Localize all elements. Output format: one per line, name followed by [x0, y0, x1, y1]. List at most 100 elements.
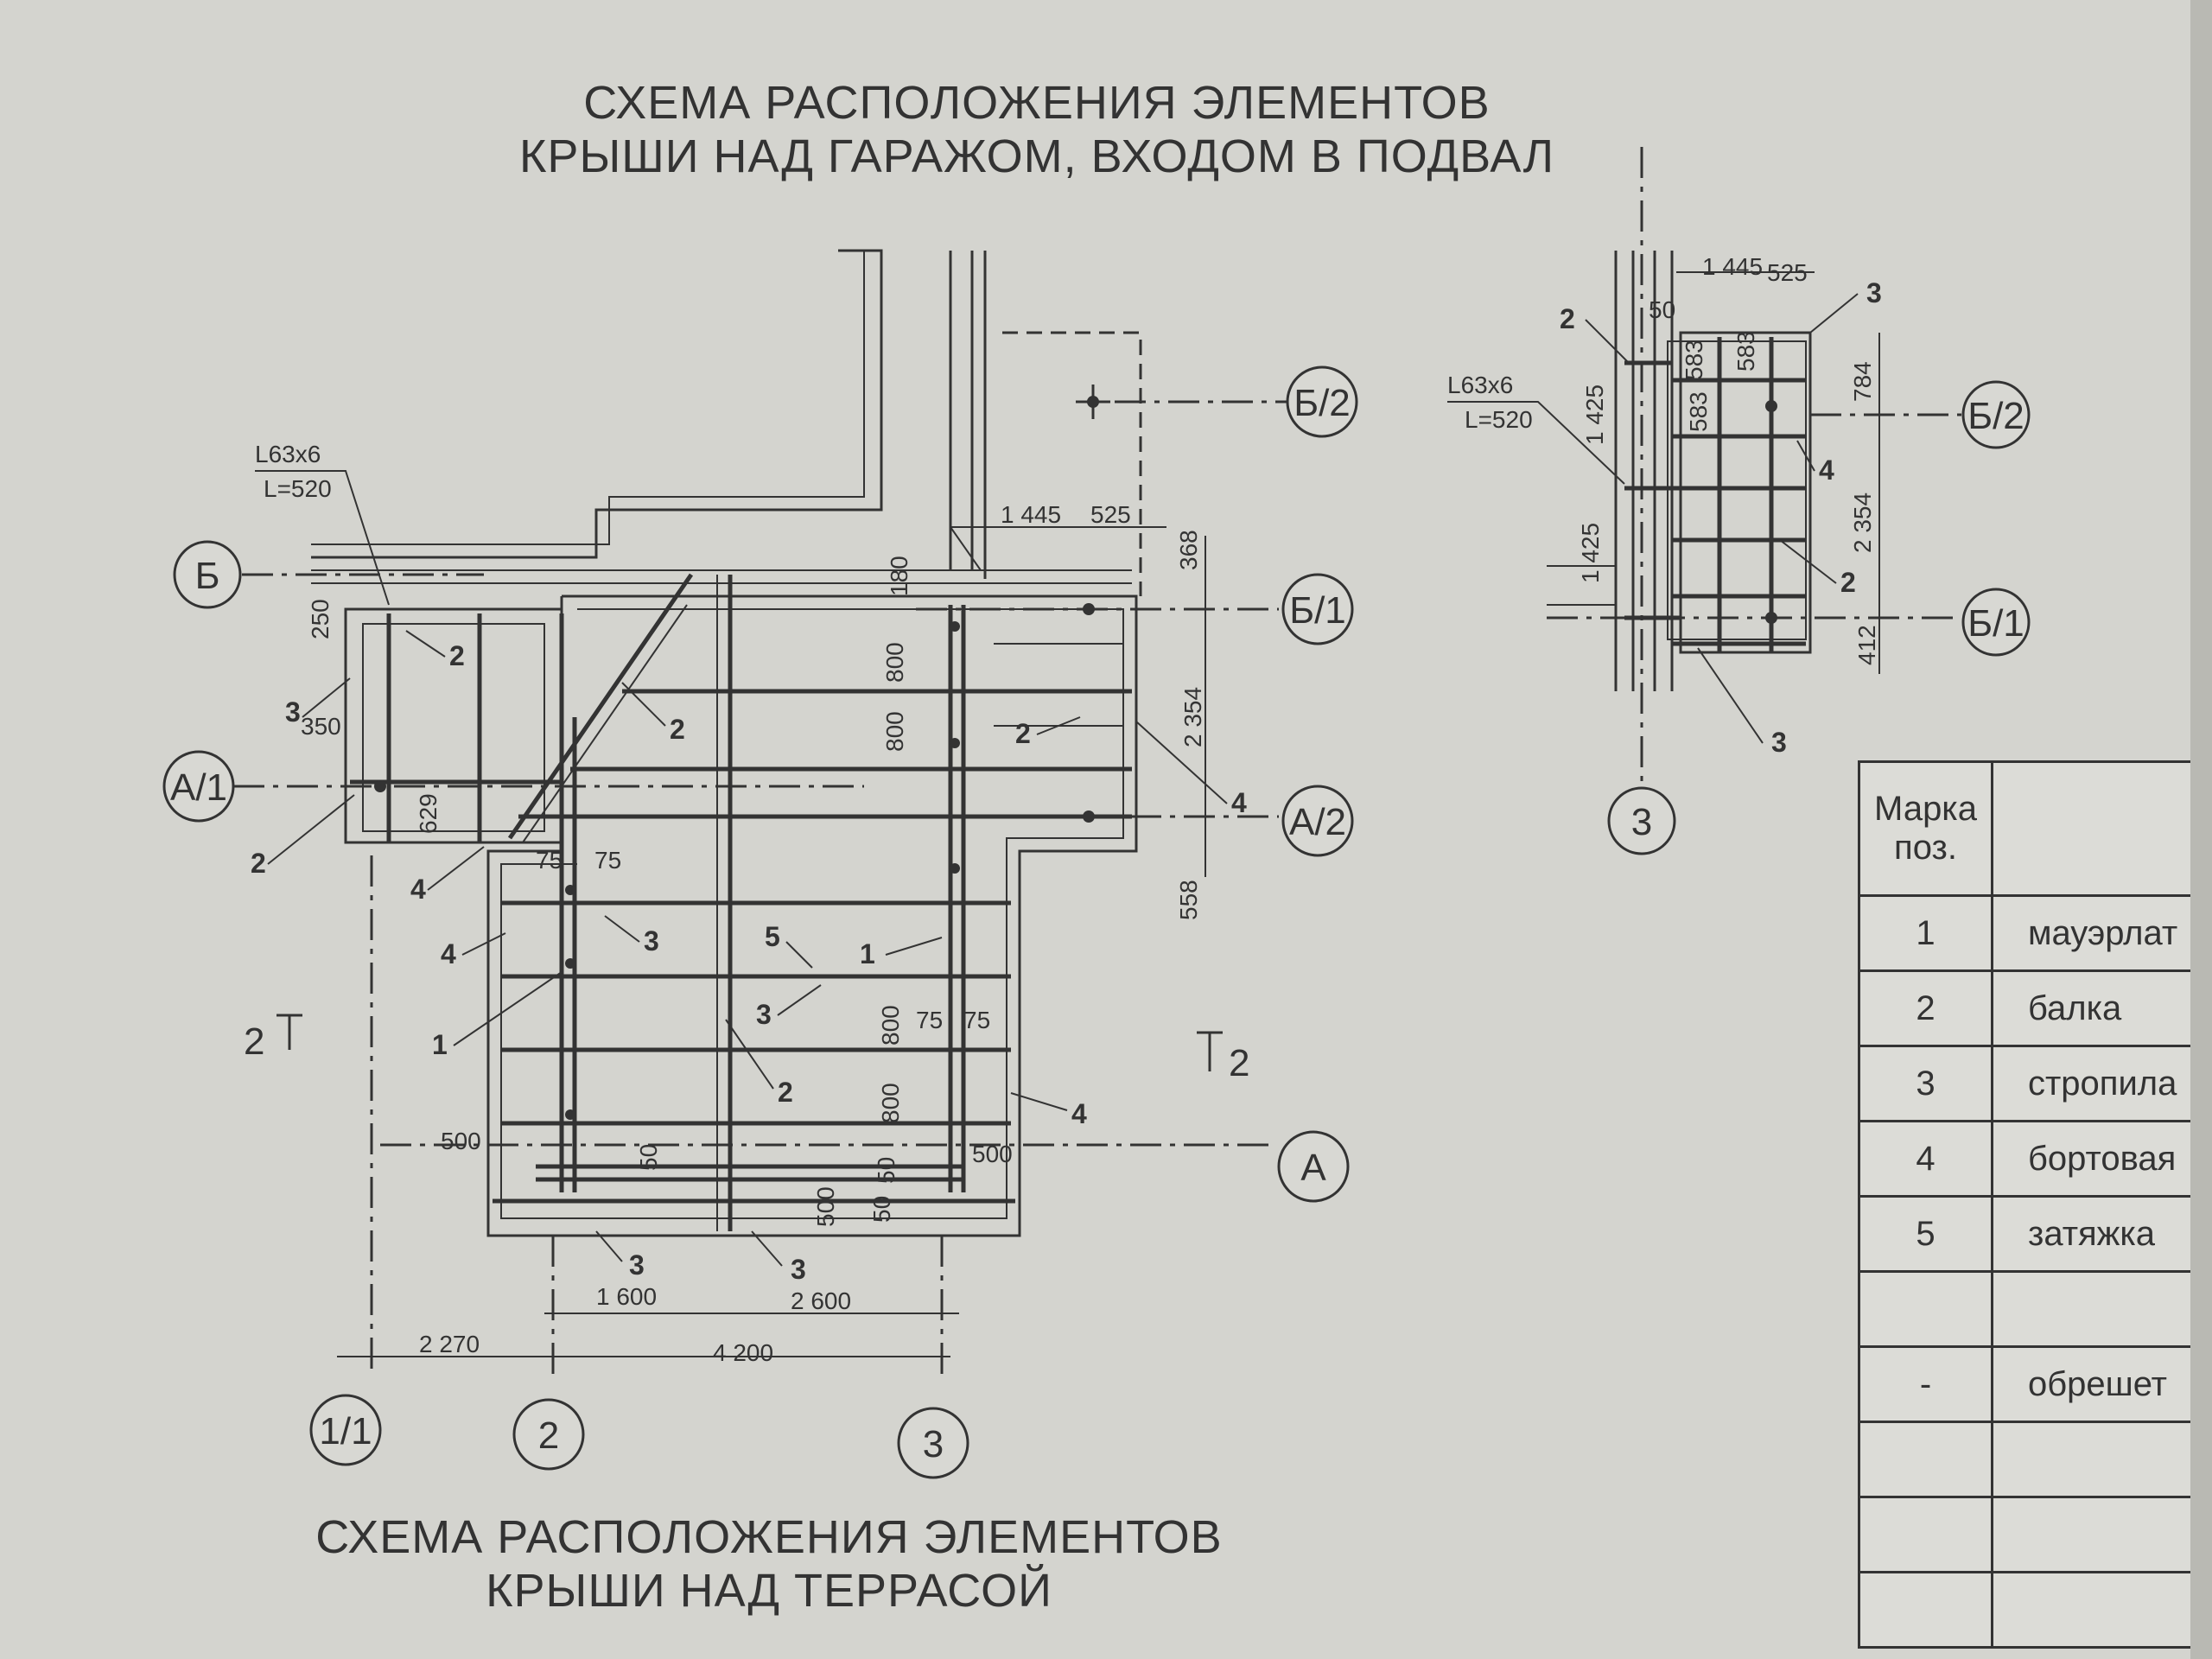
svg-text:1 425: 1 425 — [1577, 523, 1604, 583]
spec-row — [1858, 1496, 2212, 1573]
spec-mark — [1858, 1571, 1993, 1649]
svg-text:4 200: 4 200 — [713, 1339, 773, 1366]
axis-b1-right: Б/1 — [1961, 588, 2031, 657]
svg-text:А/1: А/1 — [170, 766, 227, 809]
svg-text:L=520: L=520 — [264, 475, 332, 502]
svg-text:Б/1: Б/1 — [1289, 589, 1346, 632]
svg-text:3: 3 — [756, 999, 772, 1030]
spec-header-row: Марка поз. — [1858, 760, 2212, 897]
svg-text:1/1: 1/1 — [319, 1410, 372, 1452]
svg-text:180: 180 — [886, 556, 912, 596]
spec-mark — [1858, 1270, 1993, 1348]
main-roof — [374, 385, 1138, 1237]
svg-text:75: 75 — [536, 847, 563, 874]
svg-text:800: 800 — [877, 1083, 904, 1123]
svg-text:75: 75 — [594, 847, 621, 874]
axis-b1-left: Б/1 — [1281, 573, 1354, 645]
position-leaders: 2 3 2 4 2 2 4 3 4 5 1 3 1 2 4 3 3 — [251, 630, 1247, 1285]
axis-3: 3 — [897, 1407, 969, 1479]
section-marks: 2 2 — [244, 1014, 1249, 1084]
bottom-title-line2: КРЫШИ НАД ТЕРРАСОЙ — [486, 1565, 1052, 1617]
bottom-title-line1: СХЕМА РАСПОЛОЖЕНИЯ ЭЛЕМЕНТОВ — [315, 1511, 1223, 1563]
top-title: СХЕМА РАСПОЛОЖЕНИЯ ЭЛЕМЕНТОВ КРЫШИ НАД Г… — [484, 76, 1590, 183]
svg-text:3: 3 — [1866, 277, 1882, 308]
spec-row — [1858, 1270, 2212, 1348]
axis-lines — [233, 400, 1287, 1382]
svg-text:3: 3 — [644, 925, 659, 957]
spec-name — [1990, 1421, 2212, 1498]
bottom-title: СХЕМА РАСПОЛОЖЕНИЯ ЭЛЕМЕНТОВ КРЫШИ НАД Т… — [259, 1510, 1279, 1618]
spec-name: обрешет — [1990, 1345, 2212, 1423]
spec-name — [1990, 1496, 2212, 1573]
spec-mark: 2 — [1858, 969, 1993, 1047]
spec-name — [1990, 1270, 2212, 1348]
svg-text:2 354: 2 354 — [1179, 687, 1206, 747]
spec-mark: - — [1858, 1345, 1993, 1423]
axis-b2-left: Б/2 — [1286, 365, 1358, 438]
dimensions: 1 445 525 368 2 354 558 180 800 800 800 … — [301, 501, 1206, 1366]
spec-name: балка — [1990, 969, 2212, 1047]
spec-name: мауэрлат — [1990, 894, 2212, 972]
svg-text:2: 2 — [244, 1020, 264, 1063]
svg-text:2: 2 — [1015, 718, 1031, 749]
svg-text:Б: Б — [195, 555, 220, 597]
svg-text:3: 3 — [1631, 801, 1652, 843]
svg-text:2 270: 2 270 — [419, 1331, 480, 1357]
svg-text:А: А — [1300, 1147, 1326, 1189]
axis-a: А — [1277, 1130, 1350, 1203]
svg-text:350: 350 — [301, 713, 341, 740]
spec-row: -обрешет — [1858, 1345, 2212, 1423]
spec-mark: 1 — [1858, 894, 1993, 972]
svg-text:75: 75 — [916, 1007, 943, 1033]
svg-text:629: 629 — [415, 793, 442, 834]
svg-text:1: 1 — [432, 1029, 448, 1060]
axis-bubbles: Б Б/2 Б/1 А/1 А/2 А 1/1 2 3 — [162, 365, 1358, 1479]
svg-text:4: 4 — [1071, 1098, 1087, 1129]
svg-text:500: 500 — [812, 1186, 839, 1227]
spec-header-mark: Марка поз. — [1858, 760, 1993, 897]
svg-text:525: 525 — [1767, 259, 1808, 286]
spec-name: бортовая — [1990, 1120, 2212, 1198]
svg-text:412: 412 — [1853, 625, 1880, 665]
svg-text:2 600: 2 600 — [791, 1287, 851, 1314]
spec-name: затяжка — [1990, 1195, 2212, 1273]
svg-text:500: 500 — [441, 1128, 481, 1154]
svg-text:50: 50 — [868, 1196, 895, 1223]
svg-text:2: 2 — [1560, 303, 1575, 334]
svg-text:3: 3 — [285, 696, 301, 728]
spec-mark — [1858, 1421, 1993, 1498]
svg-text:1: 1 — [860, 938, 875, 969]
svg-text:3: 3 — [629, 1249, 645, 1281]
svg-text:50: 50 — [873, 1157, 899, 1184]
angle-note: L63x6 L=520 — [255, 441, 390, 606]
svg-text:1 445: 1 445 — [1001, 501, 1061, 528]
svg-text:L=520: L=520 — [1465, 406, 1533, 433]
svg-text:800: 800 — [881, 642, 908, 683]
spec-mark — [1858, 1496, 1993, 1573]
svg-text:525: 525 — [1090, 501, 1131, 528]
svg-text:50: 50 — [635, 1144, 662, 1171]
svg-text:Б/2: Б/2 — [1967, 395, 2024, 437]
svg-text:2: 2 — [778, 1077, 793, 1108]
svg-text:250: 250 — [307, 599, 334, 639]
svg-text:583: 583 — [1681, 340, 1707, 380]
spec-name: стропила — [1990, 1045, 2212, 1122]
svg-text:4: 4 — [410, 874, 426, 905]
svg-text:L63x6: L63x6 — [255, 441, 321, 467]
svg-text:1 425: 1 425 — [1581, 385, 1608, 445]
svg-text:Б/2: Б/2 — [1294, 382, 1351, 424]
svg-text:Б/1: Б/1 — [1967, 602, 2024, 645]
svg-text:4: 4 — [1819, 454, 1834, 486]
spec-row — [1858, 1421, 2212, 1498]
svg-text:368: 368 — [1175, 530, 1202, 570]
axis-2: 2 — [512, 1398, 585, 1471]
svg-text:3: 3 — [1771, 727, 1787, 758]
axis-1-1: 1/1 — [309, 1394, 382, 1466]
top-title-line2: КРЫШИ НАД ГАРАЖОМ, ВХОДОМ В ПОДВАЛ — [518, 130, 1555, 182]
